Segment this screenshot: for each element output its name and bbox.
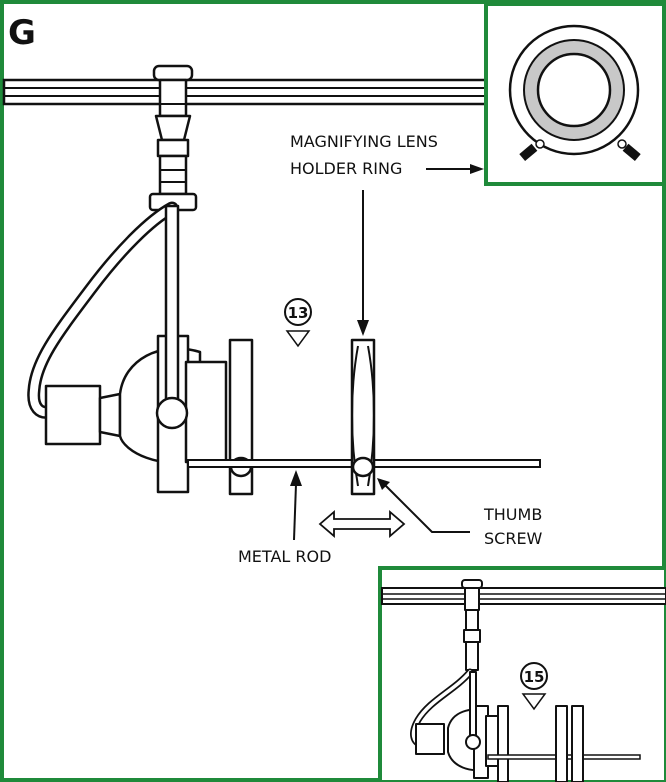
label-metal-rod: METAL ROD: [238, 547, 331, 566]
label-lens-holder-line1: MAGNIFYING LENS: [290, 132, 438, 151]
slide-direction-arrow: [318, 510, 406, 538]
overhead-track: [2, 78, 488, 106]
thumb-screw-pointer-arrow: [377, 478, 470, 533]
label-thumb-screw-line2: SCREW: [484, 529, 543, 548]
panel-letter: G: [8, 13, 36, 53]
lens-holder-down-arrow: [357, 190, 369, 336]
lens-holder: [350, 338, 376, 496]
lamp-rod-bracket: [228, 338, 254, 496]
track-connector: [148, 64, 198, 212]
spot-lamp: [44, 204, 228, 494]
step-15-number: 15: [524, 668, 545, 686]
step-15-inset: 15: [378, 566, 666, 782]
label-thumb-screw-line1: THUMB: [483, 505, 542, 524]
lens-holder-pointer-arrow: [426, 164, 484, 174]
lens-ring-inset: [484, 2, 666, 186]
metal-rod-pointer-arrow: [290, 470, 302, 541]
step-13-marker: 13: [284, 298, 312, 348]
label-lens-holder-line2: HOLDER RING: [290, 159, 402, 178]
step-13-number: 13: [288, 304, 309, 322]
